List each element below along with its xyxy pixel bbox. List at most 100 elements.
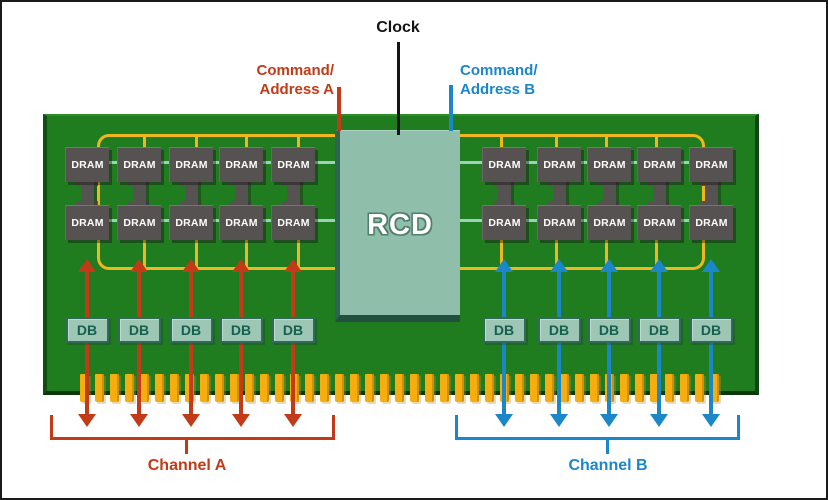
dram-chip: DRAM <box>271 205 315 240</box>
arrow-head-down-icon <box>650 414 668 427</box>
edge-connector-pin <box>575 374 584 402</box>
dram-chip-label: DRAM <box>695 217 728 229</box>
arrow-head-up-icon <box>495 259 513 272</box>
db-chip: DB <box>219 317 263 343</box>
dram-chip-label: DRAM <box>175 159 208 171</box>
arrow-head-up-icon <box>600 259 618 272</box>
arrow-head-up-icon <box>550 259 568 272</box>
dram-chip-label: DRAM <box>225 217 258 229</box>
arrow-head-up-icon <box>182 259 200 272</box>
arrow-shaft <box>189 269 193 417</box>
arrow-shaft <box>502 269 506 417</box>
edge-connector-pin <box>245 374 254 402</box>
channel-data-arrow <box>550 259 568 427</box>
arrow-head-up-icon <box>78 259 96 272</box>
dram-chip: DRAM <box>65 147 109 182</box>
channel-data-arrow <box>182 259 200 427</box>
arrow-head-down-icon <box>550 414 568 427</box>
edge-connector-pin <box>590 374 599 402</box>
dram-connector <box>552 179 566 207</box>
channel-data-arrow <box>78 259 96 427</box>
dram-connector <box>704 179 718 207</box>
db-chip: DB <box>117 317 161 343</box>
channel-data-arrow <box>600 259 618 427</box>
db-chip: DB <box>65 317 109 343</box>
db-chip-label: DB <box>700 322 722 338</box>
edge-connector-pin <box>530 374 539 402</box>
arrow-shaft <box>85 269 89 417</box>
dram-connector <box>132 179 146 207</box>
db-chip: DB <box>482 317 526 343</box>
edge-connector-pin <box>170 374 179 402</box>
dram-chip: DRAM <box>117 147 161 182</box>
db-chip: DB <box>587 317 631 343</box>
arrow-head-up-icon <box>650 259 668 272</box>
dram-chip-label: DRAM <box>643 217 676 229</box>
edge-connector-pin <box>395 374 404 402</box>
edge-connector-pin <box>545 374 554 402</box>
dram-connector <box>184 179 198 207</box>
arrow-head-up-icon <box>130 259 148 272</box>
dram-chip: DRAM <box>169 147 213 182</box>
dram-chip-label: DRAM <box>695 159 728 171</box>
command-address-b-signal-line <box>449 85 453 131</box>
db-chip-label: DB <box>648 322 670 338</box>
edge-connector-pin <box>110 374 119 402</box>
dram-chip-label: DRAM <box>123 159 156 171</box>
channel-data-arrow <box>702 259 720 427</box>
dram-chip: DRAM <box>689 205 733 240</box>
db-chip: DB <box>689 317 733 343</box>
channel-a-bracket-tick <box>185 439 188 454</box>
dram-chip-label: DRAM <box>123 217 156 229</box>
edge-connector-pin <box>320 374 329 402</box>
rcd-chip: RCD <box>335 130 460 322</box>
arrow-head-down-icon <box>232 414 250 427</box>
db-chip-label: DB <box>76 322 98 338</box>
command-address-b-line1: Command/ <box>460 62 538 79</box>
dram-chip: DRAM <box>637 205 681 240</box>
arrow-head-down-icon <box>182 414 200 427</box>
edge-connector-pin <box>125 374 134 402</box>
dram-chip-label: DRAM <box>225 159 258 171</box>
dram-chip-label: DRAM <box>643 159 676 171</box>
arrow-shaft <box>137 269 141 417</box>
dram-chip: DRAM <box>482 205 526 240</box>
db-chip: DB <box>271 317 315 343</box>
dram-chip-label: DRAM <box>593 217 626 229</box>
dram-chip: DRAM <box>65 205 109 240</box>
edge-connector-pin <box>140 374 149 402</box>
edge-connector-pin <box>485 374 494 402</box>
ca-bus-trace-channel-a <box>97 134 342 270</box>
edge-connector-pin <box>305 374 314 402</box>
arrow-head-up-icon <box>232 259 250 272</box>
dram-chip: DRAM <box>482 147 526 182</box>
dram-chip: DRAM <box>271 147 315 182</box>
edge-connector-pin <box>455 374 464 402</box>
edge-connector-pin <box>275 374 284 402</box>
edge-connector-pin <box>380 374 389 402</box>
command-address-a-label: Command/ Address A <box>190 61 334 99</box>
clock-signal-line <box>397 42 400 135</box>
dram-connector <box>497 179 511 207</box>
edge-connector-pin <box>425 374 434 402</box>
dram-chip: DRAM <box>537 205 581 240</box>
dram-chip-label: DRAM <box>488 159 521 171</box>
edge-connector-pin <box>260 374 269 402</box>
dram-connector <box>652 179 666 207</box>
dram-chip-label: DRAM <box>543 217 576 229</box>
edge-connector-pin <box>710 374 719 402</box>
dram-connector <box>602 179 616 207</box>
channel-b-bracket <box>455 415 740 440</box>
edge-connector-pin <box>470 374 479 402</box>
dram-chip-label: DRAM <box>71 217 104 229</box>
arrow-shaft <box>557 269 561 417</box>
edge-connector-pin <box>440 374 449 402</box>
dram-chip-label: DRAM <box>277 217 310 229</box>
arrow-head-down-icon <box>495 414 513 427</box>
dram-chip: DRAM <box>637 147 681 182</box>
dram-chip: DRAM <box>169 205 213 240</box>
edge-connector-pin <box>695 374 704 402</box>
dram-chip: DRAM <box>537 147 581 182</box>
edge-connector-pin <box>215 374 224 402</box>
